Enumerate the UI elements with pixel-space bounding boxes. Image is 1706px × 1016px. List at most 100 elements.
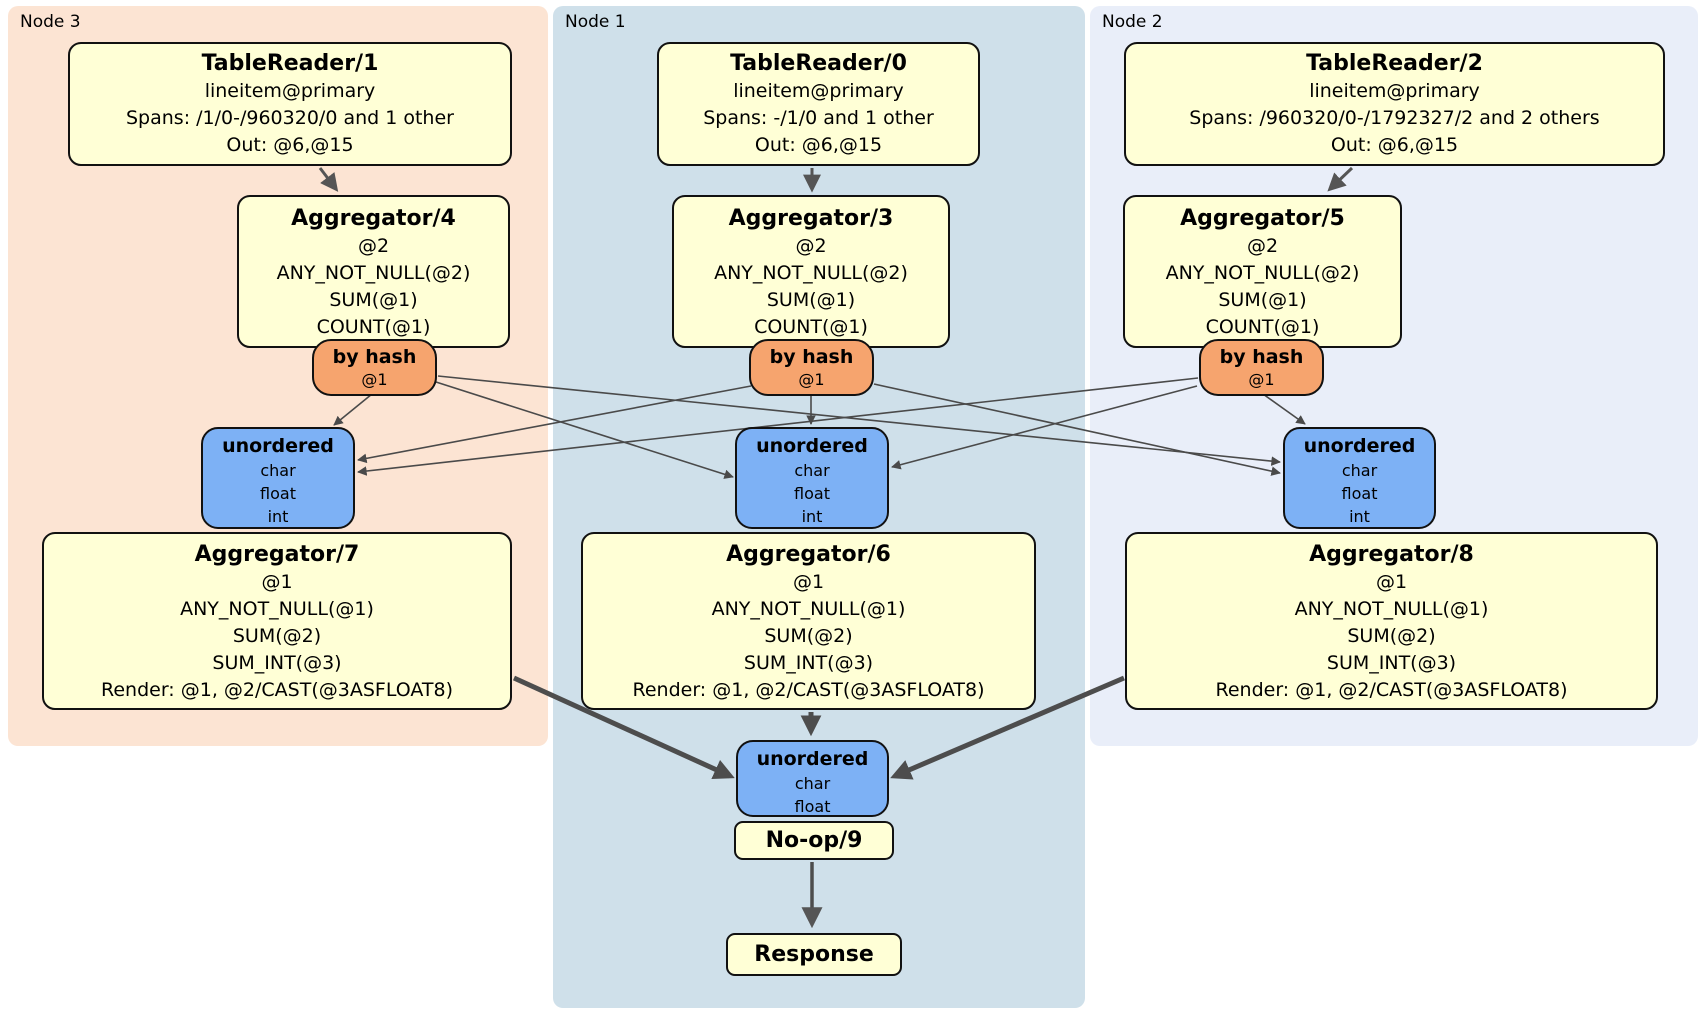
- router-columns: @1: [798, 370, 825, 389]
- sync-unordered-final: unordered char float: [736, 740, 889, 817]
- processor-aggregator-6: Aggregator/6 @1 ANY_NOT_NULL(@1) SUM(@2)…: [581, 532, 1036, 710]
- agg-fn: ANY_NOT_NULL(@1): [711, 598, 906, 620]
- processor-tablereader-2: TableReader/2 lineitem@primary Spans: /9…: [1124, 42, 1665, 166]
- processor-spans: Spans: /1/0-/960320/0 and 1 other: [126, 107, 454, 129]
- sync-type: char: [794, 461, 830, 480]
- processor-tablereader-1: TableReader/1 lineitem@primary Spans: /1…: [68, 42, 512, 166]
- router-by-hash-node1: by hash @1: [749, 339, 874, 396]
- processor-out: Out: @6,@15: [1330, 134, 1459, 156]
- processor-title: TableReader/0: [730, 51, 907, 76]
- processor-noop-9: No-op/9: [734, 821, 894, 860]
- processor-aggregator-7: Aggregator/7 @1 ANY_NOT_NULL(@1) SUM(@2)…: [42, 532, 512, 710]
- agg-fn: ANY_NOT_NULL(@2): [714, 262, 908, 284]
- processor-title: TableReader/2: [1306, 51, 1483, 76]
- edge-hash3-to-un2: [437, 375, 1281, 466]
- sync-type: float: [794, 484, 830, 503]
- agg-group-cols: @1: [1375, 571, 1408, 593]
- sync-title: unordered: [222, 435, 334, 457]
- response-node: Response: [726, 933, 902, 976]
- processor-title: Aggregator/3: [728, 206, 894, 231]
- sync-type: char: [260, 461, 296, 480]
- sync-title: unordered: [756, 748, 869, 770]
- agg-fn: SUM(@1): [1218, 289, 1307, 311]
- edge-hash2-to-un3: [357, 377, 1199, 476]
- sync-type: int: [267, 507, 289, 526]
- agg-render: Render: @1, @2/CAST(@3ASFLOAT8): [1215, 679, 1568, 701]
- processor-out: Out: @6,@15: [754, 134, 883, 156]
- agg-fn: SUM_INT(@3): [1326, 652, 1457, 674]
- agg-fn: ANY_NOT_NULL(@1): [1294, 598, 1489, 620]
- processor-title: Aggregator/4: [291, 206, 456, 231]
- agg-group-cols: @1: [792, 571, 825, 593]
- agg-fn: SUM(@2): [232, 625, 322, 647]
- processor-aggregator-3: Aggregator/3 @2 ANY_NOT_NULL(@2) SUM(@1)…: [672, 195, 950, 348]
- processor-index: lineitem@primary: [204, 80, 376, 102]
- router-title: by hash: [769, 346, 854, 368]
- agg-fn: ANY_NOT_NULL(@2): [1165, 262, 1360, 284]
- processor-title: Response: [754, 942, 874, 967]
- router-title: by hash: [332, 346, 417, 368]
- sync-type: char: [794, 774, 831, 793]
- agg-fn: SUM(@2): [1347, 625, 1436, 647]
- sync-unordered-node1: unordered char float int: [735, 427, 889, 529]
- sync-type: float: [1341, 484, 1378, 503]
- agg-fn: COUNT(@1): [754, 316, 868, 338]
- arrow-agg7-to-final: [512, 675, 735, 780]
- node-group-2-label: Node 2: [1102, 12, 1163, 32]
- sync-title: unordered: [1303, 435, 1416, 457]
- arrow-tr1-to-agg4: [318, 167, 339, 192]
- sync-type: float: [794, 797, 831, 816]
- processor-title: Aggregator/5: [1180, 206, 1345, 231]
- processor-title: Aggregator/6: [726, 542, 891, 567]
- node-group-3-label: Node 3: [20, 12, 81, 32]
- sync-type: char: [1341, 461, 1378, 480]
- processor-index: lineitem@primary: [1309, 80, 1480, 102]
- processor-spans: Spans: /960320/0-/1792327/2 and 2 others: [1189, 107, 1600, 129]
- processor-aggregator-5: Aggregator/5 @2 ANY_NOT_NULL(@2) SUM(@1)…: [1123, 195, 1402, 348]
- arrow-agg8-to-final: [890, 675, 1125, 780]
- agg-render: Render: @1, @2/CAST(@3ASFLOAT8): [101, 679, 453, 701]
- sync-type: int: [801, 507, 823, 526]
- processor-spans: Spans: -/1/0 and 1 other: [703, 107, 934, 129]
- agg-fn: COUNT(@1): [1205, 316, 1320, 338]
- processor-out: Out: @6,@15: [226, 134, 354, 156]
- processor-title: Aggregator/7: [194, 542, 360, 567]
- sync-unordered-node2: unordered char float int: [1283, 427, 1436, 529]
- router-columns: @1: [1248, 370, 1275, 389]
- agg-fn: ANY_NOT_NULL(@2): [276, 262, 471, 284]
- router-by-hash-node2: by hash @1: [1199, 339, 1324, 396]
- edge-hash2-to-un2: [1262, 393, 1306, 425]
- agg-group-cols: @2: [357, 235, 390, 257]
- processor-tablereader-0: TableReader/0 lineitem@primary Spans: -/…: [657, 42, 980, 166]
- processor-title: No-op/9: [765, 828, 863, 853]
- edge-hash1-to-un3: [357, 385, 752, 464]
- agg-fn: SUM(@2): [764, 625, 853, 647]
- node-group-1-label: Node 1: [565, 12, 626, 32]
- edge-hash3-to-un1: [435, 381, 734, 479]
- router-columns: @1: [361, 370, 388, 389]
- processor-aggregator-4: Aggregator/4 @2 ANY_NOT_NULL(@2) SUM(@1)…: [237, 195, 510, 348]
- agg-render: Render: @1, @2/CAST(@3ASFLOAT8): [632, 679, 985, 701]
- agg-fn: ANY_NOT_NULL(@1): [180, 598, 374, 620]
- arrow-tr2-to-agg5: [1327, 166, 1354, 192]
- agg-fn: SUM(@1): [329, 289, 418, 311]
- edge-hash3-to-un3: [333, 393, 373, 426]
- agg-fn: SUM(@1): [766, 289, 856, 311]
- processor-title: Aggregator/8: [1309, 542, 1474, 567]
- agg-fn: COUNT(@1): [316, 316, 431, 338]
- router-by-hash-node3: by hash @1: [312, 339, 437, 396]
- sync-type: float: [260, 484, 296, 503]
- sync-title: unordered: [756, 435, 868, 457]
- edge-hash1-to-un2: [873, 383, 1281, 476]
- sync-type: int: [1349, 507, 1370, 526]
- agg-fn: SUM_INT(@3): [212, 652, 342, 674]
- agg-group-cols: @1: [261, 571, 293, 593]
- sync-unordered-node3: unordered char float int: [201, 427, 355, 529]
- router-title: by hash: [1219, 346, 1304, 368]
- agg-fn: SUM_INT(@3): [743, 652, 874, 674]
- processor-aggregator-8: Aggregator/8 @1 ANY_NOT_NULL(@1) SUM(@2)…: [1125, 532, 1658, 710]
- processor-title: TableReader/1: [201, 51, 379, 76]
- agg-group-cols: @2: [1246, 235, 1279, 257]
